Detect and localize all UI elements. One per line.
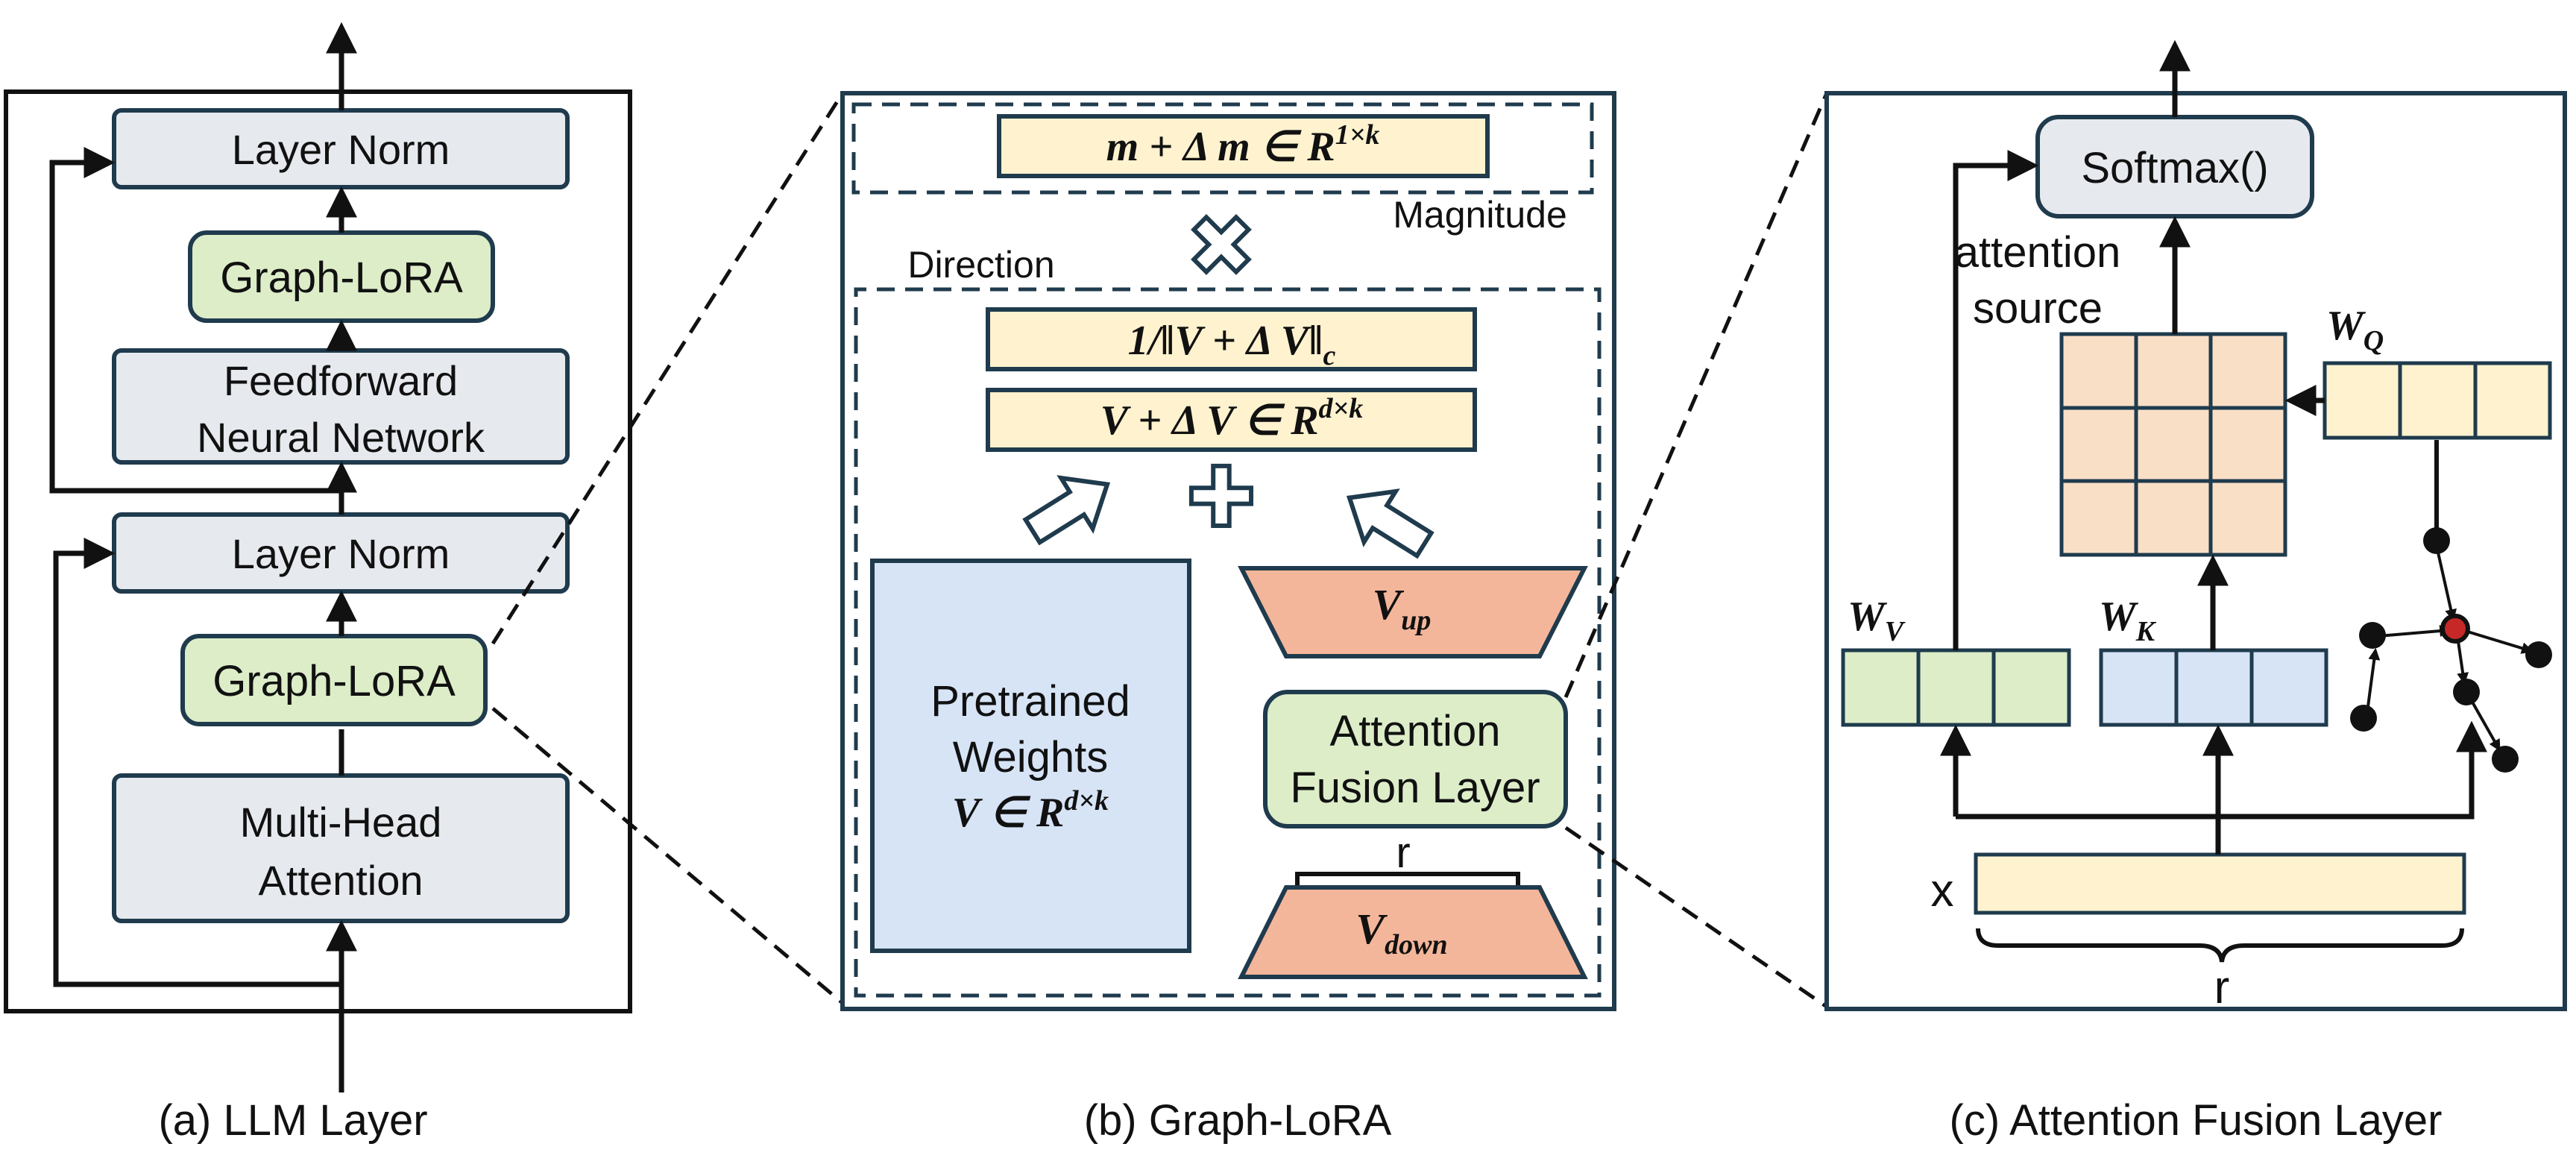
attention-source-line2: source — [1973, 284, 2103, 333]
r-bracket-b — [1295, 872, 1520, 889]
attention-matrix — [2059, 332, 2287, 557]
sum-box — [986, 388, 1477, 452]
direction-label: Direction — [907, 244, 1054, 286]
layer-norm-bottom-label: Layer Norm — [232, 530, 450, 577]
x-input-bar — [1974, 852, 2466, 915]
magnitude-formula: m + Δ m ∈ R1×k — [1106, 119, 1380, 170]
magnitude-region — [851, 102, 1594, 195]
plus-icon: ✚ — [1187, 450, 1256, 545]
caption-b: (b) Graph-LoRA — [1084, 1096, 1392, 1145]
w-k-label: WK — [2099, 594, 2157, 647]
attention-fusion-line2: Fusion Layer — [1290, 764, 1540, 812]
magnitude-label: Magnitude — [1393, 194, 1567, 236]
mha-label-line1: Multi-Head — [240, 799, 442, 846]
w-v-label: WV — [1848, 594, 1906, 647]
attention-fusion-box — [1263, 690, 1568, 828]
multiply-icon: ✖ — [1187, 198, 1256, 294]
graph-node — [2492, 746, 2519, 773]
ffn-label-line1: Feedforward — [224, 357, 458, 404]
mha-label-line2: Attention — [258, 857, 423, 904]
r-label-c: r — [2214, 962, 2230, 1013]
ffn-label-line2: Neural Network — [197, 414, 485, 461]
r-brace-c — [1976, 928, 2464, 963]
attention-fusion-frame — [1824, 91, 2567, 1011]
pretrained-line2: Weights — [953, 733, 1108, 782]
w-q-label: WQ — [2326, 303, 2384, 356]
graph-node — [2423, 527, 2450, 554]
softmax-label: Softmax() — [2081, 144, 2268, 192]
llm-layer-frame — [4, 89, 632, 1013]
graph-node-center — [2440, 614, 2470, 644]
direction-region — [854, 287, 1602, 998]
graph-lora-top-label: Graph-LoRA — [220, 254, 463, 302]
panel-attention-fusion: Softmax() attention source WQ WV WK — [1824, 40, 2567, 1145]
w-v-vector — [1841, 648, 2071, 727]
hollow-arrow-right-icon — [1346, 488, 1435, 559]
zoom-lines-a-b — [491, 92, 845, 1004]
graph-node — [2525, 641, 2552, 668]
v-down-trapezoid — [1238, 885, 1588, 979]
graph-lora-frame — [840, 91, 1616, 1011]
caption-c: (c) Attention Fusion Layer — [1950, 1096, 2443, 1145]
magnitude-box — [997, 114, 1490, 178]
panel-graph-lora: m + Δ m ∈ R1×k Magnitude ✖ Direction 1/‖… — [840, 91, 1616, 1145]
panel-c-arrows — [1940, 40, 2487, 855]
w-k-vector — [2099, 648, 2328, 727]
x-label: x — [1931, 865, 1954, 916]
graph-lora-bottom-label: Graph-LoRA — [212, 657, 456, 705]
graph-node — [2453, 679, 2480, 705]
graph-structure — [2350, 440, 2552, 773]
w-q-vector — [2323, 361, 2552, 440]
caption-a: (a) LLM Layer — [158, 1096, 427, 1145]
r-label-b: r — [1396, 828, 1410, 877]
pretrained-line1: Pretrained — [930, 677, 1130, 726]
hollow-arrow-left-icon — [1022, 475, 1111, 546]
graph-node — [2359, 622, 2386, 649]
zoom-lines-b-c — [1563, 92, 1829, 1009]
pretrained-weights-box — [870, 559, 1191, 953]
norm-box — [986, 307, 1477, 371]
graph-lora-bottom-box — [180, 634, 488, 726]
panel-llm-layer: Layer Norm Graph-LoRA Feedforward Neural… — [4, 22, 632, 1145]
attention-source-line1: attention — [1955, 228, 2121, 277]
v-up-trapezoid — [1238, 566, 1588, 658]
layer-norm-top-label: Layer Norm — [232, 126, 450, 173]
v-down-label: Vdown — [1355, 905, 1447, 960]
graph-node — [2350, 705, 2377, 732]
panel-a-arrows — [49, 22, 357, 1092]
attention-fusion-line1: Attention — [1330, 707, 1501, 755]
norm-formula: 1/‖V + Δ V‖c — [1128, 318, 1336, 371]
